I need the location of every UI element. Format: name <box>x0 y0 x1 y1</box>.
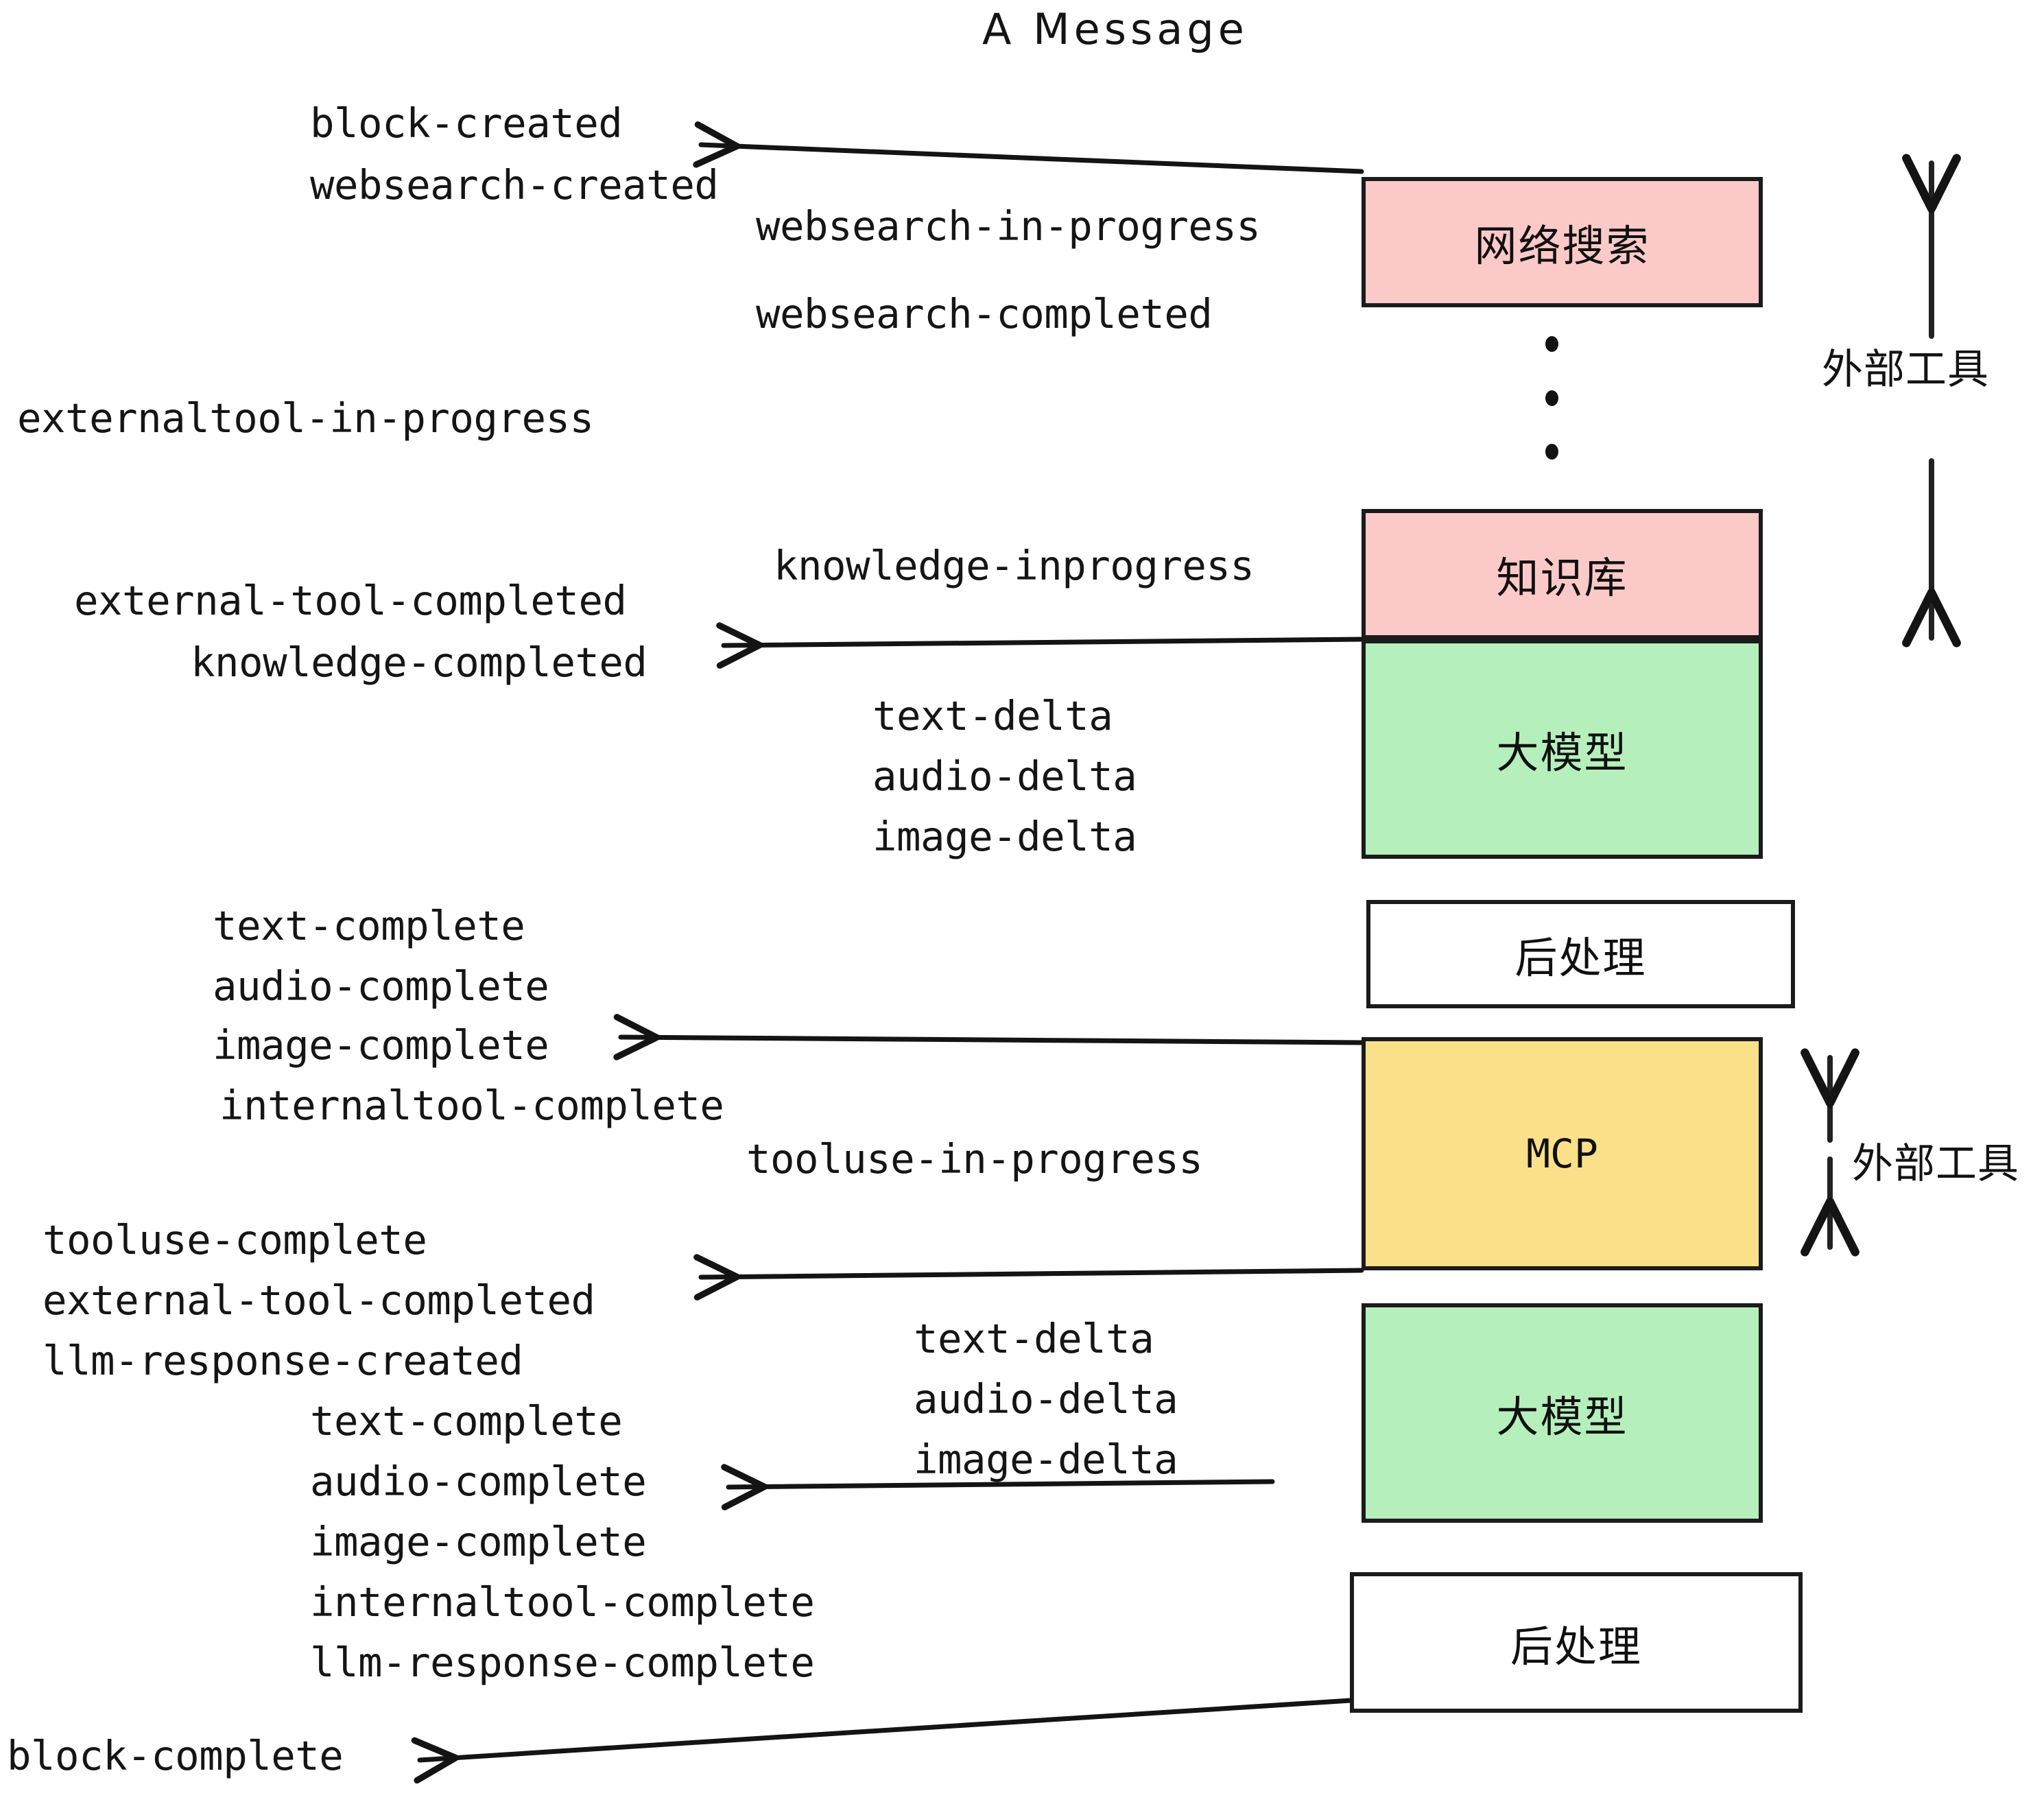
node-mcp[interactable]: MCP <box>1362 1037 1763 1270</box>
event-image-delta-second: image-delta <box>914 1436 1178 1483</box>
node-websearch[interactable]: 网络搜索 <box>1362 177 1763 307</box>
event-audio-delta-second: audio-delta <box>914 1375 1178 1423</box>
node-mcp-label: MCP <box>1526 1130 1598 1177</box>
arrow-knowledge-to-completed <box>716 622 1364 669</box>
arrow-llm1-to-image-complete <box>613 1014 1364 1060</box>
node-knowledge-base[interactable]: 知识库 <box>1362 509 1763 639</box>
event-external-tool-completed-second: external-tool-completed <box>43 1277 595 1324</box>
event-image-delta-first: image-delta <box>872 813 1137 860</box>
event-knowledge-inprogress: knowledge-inprogress <box>774 542 1255 589</box>
arrow-mcp-to-tooluse-complete <box>693 1254 1364 1301</box>
node-knowledge-base-label: 知识库 <box>1496 553 1628 603</box>
event-websearch-in-progress: websearch-in-progress <box>756 202 1261 250</box>
event-websearch-completed: websearch-completed <box>756 290 1213 337</box>
annotation-external-tools-bottom: 外部工具 <box>1852 1140 2019 1188</box>
event-text-complete-second: text-complete <box>310 1397 623 1445</box>
node-llm-first-label: 大模型 <box>1496 728 1628 778</box>
event-audio-complete-second: audio-complete <box>310 1458 647 1505</box>
event-text-delta-first: text-delta <box>872 692 1113 739</box>
diagram-title: A Message <box>982 4 1248 54</box>
event-block-created: block-created <box>310 99 623 147</box>
event-external-tool-completed-first: external-tool-completed <box>74 577 627 624</box>
event-audio-delta-first: audio-delta <box>872 752 1137 800</box>
node-postprocess-first[interactable]: 后处理 <box>1366 900 1795 1008</box>
event-internaltool-complete-first: internaltool-complete <box>219 1082 724 1129</box>
node-postprocess-first-label: 后处理 <box>1514 933 1647 983</box>
node-llm-second-label: 大模型 <box>1496 1392 1628 1442</box>
event-llm-response-complete: llm-response-complete <box>310 1639 815 1686</box>
node-postprocess-second-label: 后处理 <box>1510 1621 1642 1672</box>
arrow-websearch-to-created <box>693 121 1364 174</box>
event-externaltool-in-progress: externaltool-in-progress <box>17 394 594 442</box>
node-llm-first[interactable]: 大模型 <box>1362 639 1763 859</box>
node-websearch-label: 网络搜索 <box>1474 221 1650 271</box>
arrow-post2-to-block-complete <box>411 1697 1364 1784</box>
event-knowledge-completed: knowledge-completed <box>191 639 647 686</box>
node-postprocess-second[interactable]: 后处理 <box>1350 1572 1803 1713</box>
event-websearch-created: websearch-created <box>310 161 719 209</box>
vertical-ellipsis-icon <box>1545 336 1558 460</box>
event-llm-response-created: llm-response-created <box>43 1337 523 1384</box>
event-block-complete: block-complete <box>7 1732 344 1779</box>
event-text-delta-second: text-delta <box>914 1315 1154 1362</box>
event-tooluse-complete: tooluse-complete <box>43 1216 427 1263</box>
event-image-complete-second: image-complete <box>310 1518 647 1565</box>
node-llm-second[interactable]: 大模型 <box>1362 1303 1763 1523</box>
event-internaltool-complete-second: internaltool-complete <box>310 1578 815 1626</box>
event-tooluse-in-progress: tooluse-in-progress <box>746 1135 1203 1183</box>
event-image-complete-first: image-complete <box>213 1021 549 1069</box>
event-text-complete-first: text-complete <box>213 902 525 949</box>
annotation-external-tools-top: 外部工具 <box>1822 346 1989 394</box>
event-audio-complete-first: audio-complete <box>213 962 549 1010</box>
